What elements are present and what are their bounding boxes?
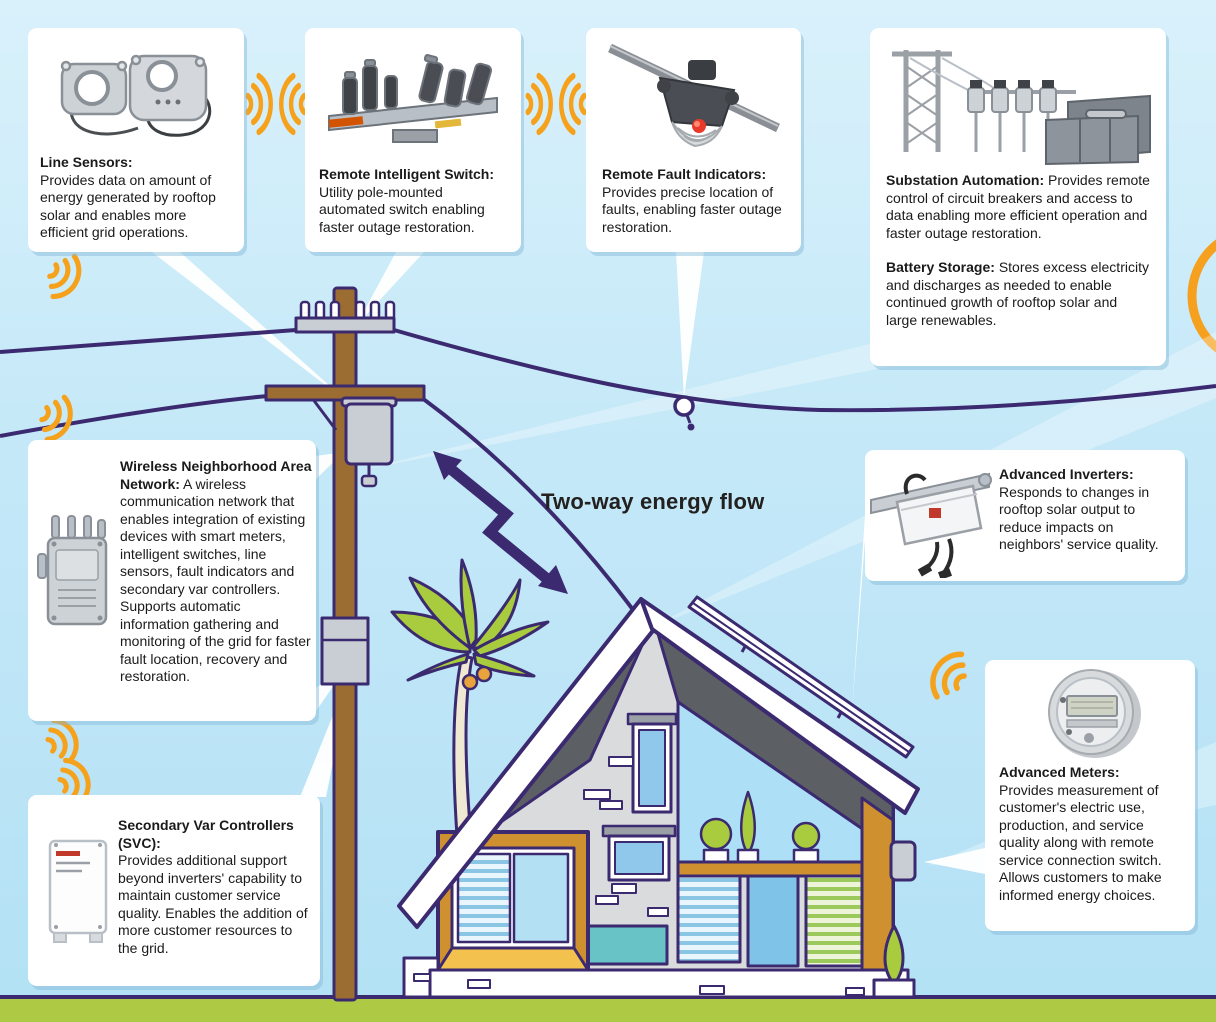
card-body: Provides precise location of faults, ena… [602,183,782,235]
palm-tree [390,558,550,852]
card-body: Provides remote control of circuit break… [886,172,1150,241]
card-remote-fault-indicators: Remote Fault Indicators: Provides precis… [586,28,801,252]
line-sensors-image [60,54,212,137]
card-advanced-meters: Advanced Meters: Provides measurement of… [985,660,1195,931]
card-advanced-inverters: Advanced Inverters: Responds to changes … [865,450,1185,581]
card-body: Stores excess electricity and discharges… [886,259,1149,328]
foundation [428,968,910,999]
green-blinds-window [804,874,864,968]
card-title: Advanced Inverters: [999,466,1134,482]
card-title: Secondary Var Controllers (SVC): [118,817,294,851]
solar-panel [687,595,915,759]
fault-indicator-dot [673,395,695,431]
card-title: Remote Intelligent Switch: [319,166,495,182]
card-body: Utility pole-mounted automated switch en… [319,183,485,235]
card-wnan: Wireless Neighborhood Area Network: A wi… [28,440,316,721]
card-body: Responds to changes in rooftop solar out… [999,483,1159,553]
card-title: Wireless Neighborhood Area Network: [120,458,312,492]
brick-marks [583,756,669,917]
indoor-plants [699,790,821,864]
substation-and-battery-image [892,50,1151,166]
substation-paragraph: Substation Automation: Provides remote c… [886,172,1152,242]
wifi-signal-icon [243,72,273,136]
wnan-radio-image [37,515,108,626]
power-lines [0,328,1216,652]
two-way-energy-flow-label: Two-way energy flow [541,489,765,514]
card-title: Battery Storage: [886,259,995,275]
wnan-paragraph: Wireless Neighborhood Area Network: A wi… [120,458,312,686]
advanced-inverter-image [870,472,992,578]
tall-window [638,729,666,807]
wifi-signal-icon [559,72,589,136]
advanced-meter-image [1048,669,1141,758]
card-substation-battery: Substation Automation: Provides remote c… [870,28,1166,366]
teal-window [583,924,669,966]
card-title: Remote Fault Indicators: [602,166,767,182]
svc-unit-image [48,839,108,943]
card-body: Provides data on amount of energy genera… [40,171,216,241]
card-body: A wireless communication network that en… [120,475,311,685]
bay-window [436,830,590,972]
card-body: Provides additional support beyond inver… [118,852,308,956]
utility-pole [264,286,426,1002]
card-body: Provides measurement of customer's elect… [999,781,1162,903]
sun-icon [1187,239,1216,353]
remote-intelligent-switch-image [328,54,498,143]
card-title: Substation Automation: [886,172,1045,188]
card-remote-intelligent-switch: Remote Intelligent Switch: Utility pole-… [305,28,521,252]
card-svc: Secondary Var Controllers (SVC): Provide… [28,795,320,986]
roof-right [639,597,920,815]
small-window [614,841,664,875]
card-line-sensors: Line Sensors: Provides data on amount of… [28,28,244,252]
remote-fault-indicator-image [608,43,780,148]
two-way-arrow-icon [433,451,568,594]
blue-window [746,874,800,968]
wifi-signal-icon [523,72,553,136]
service-connection-box [889,840,917,882]
card-title: Line Sensors: [40,154,133,170]
battery-paragraph: Battery Storage: Stores excess electrici… [886,259,1152,329]
blinds-window [676,874,742,964]
house-illustration [397,595,920,999]
card-title: Advanced Meters: [999,764,1120,780]
